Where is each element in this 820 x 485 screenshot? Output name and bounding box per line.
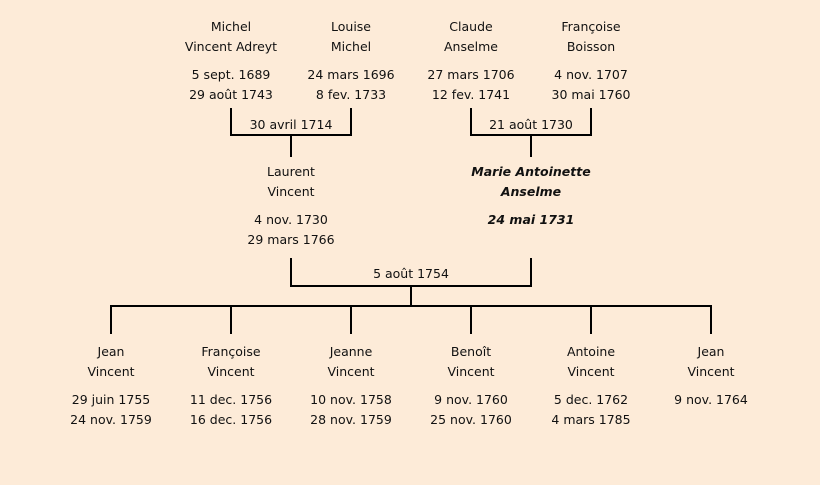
death-date: 28 nov. 1759	[310, 412, 392, 427]
birth-date: 29 juin 1755	[71, 392, 151, 407]
death-date: 12 fev. 1741	[431, 87, 511, 102]
birth-date: 4 nov. 1730	[254, 212, 328, 227]
death-date: 25 nov. 1760	[430, 412, 512, 427]
marriage-line-left	[230, 108, 352, 157]
marriage-line-right	[470, 108, 592, 157]
first-name: Jeanne	[329, 344, 373, 359]
first-name: Claude	[449, 19, 493, 34]
marriage-date-parents: 5 août 1754	[373, 266, 449, 281]
death-date: 16 dec. 1756	[189, 412, 273, 427]
first-name: Benoît	[450, 344, 492, 359]
last-name: Vincent	[207, 364, 255, 379]
first-name: Jean	[697, 344, 725, 359]
person-claude-anselme: Claude Anselme 27 mars 1706 12 fev. 1741	[396, 17, 546, 105]
children-line	[110, 305, 712, 334]
birth-date: 5 sept. 1689	[191, 67, 271, 82]
child-francoise-vincent: Françoise Vincent 11 dec. 1756 16 dec. 1…	[156, 342, 306, 430]
first-name: Laurent	[267, 164, 315, 179]
death-date: 29 août 1743	[189, 87, 273, 102]
first-name: Françoise	[561, 19, 621, 34]
person-francoise-boisson: Françoise Boisson 4 nov. 1707 30 mai 176…	[516, 17, 666, 105]
last-name: Vincent	[567, 364, 615, 379]
birth-date: 9 nov. 1764	[674, 392, 748, 407]
birth-date: 9 nov. 1760	[434, 392, 508, 407]
birth-date: 10 nov. 1758	[310, 392, 392, 407]
first-name: Françoise	[201, 344, 261, 359]
child-jean-vincent-2: Jean Vincent 9 nov. 1764	[636, 342, 786, 410]
first-name: Michel	[210, 19, 252, 34]
person-michel-vincent-adreyt: Michel Vincent Adreyt 5 sept. 1689 29 ao…	[156, 17, 306, 105]
child-jeanne-vincent: Jeanne Vincent 10 nov. 1758 28 nov. 1759	[276, 342, 426, 430]
death-date: 8 fev. 1733	[315, 87, 387, 102]
last-name: Vincent	[687, 364, 735, 379]
birth-date: 24 mars 1696	[307, 67, 395, 82]
marriage-line-parents	[290, 258, 532, 306]
last-name: Anselme	[443, 39, 499, 54]
birth-date: 11 dec. 1756	[189, 392, 273, 407]
person-laurent-vincent: Laurent Vincent 4 nov. 1730 29 mars 1766	[216, 162, 366, 250]
person-louise-michel: Louise Michel 24 mars 1696 8 fev. 1733	[276, 17, 426, 105]
birth-date: 4 nov. 1707	[554, 67, 628, 82]
last-name: Vincent	[447, 364, 495, 379]
person-marie-antoinette-anselme: Marie Antoinette Anselme 24 mai 1731	[456, 162, 606, 230]
last-name: Vincent	[267, 184, 315, 199]
child-antoine-vincent: Antoine Vincent 5 dec. 1762 4 mars 1785	[516, 342, 666, 430]
death-date: 24 nov. 1759	[70, 412, 152, 427]
death-date: 4 mars 1785	[551, 412, 631, 427]
last-name: Vincent	[327, 364, 375, 379]
birth-date: 5 dec. 1762	[553, 392, 629, 407]
child-benoit-vincent: Benoît Vincent 9 nov. 1760 25 nov. 1760	[396, 342, 546, 430]
marriage-date-right: 21 août 1730	[489, 117, 573, 132]
first-name: Marie Antoinette	[471, 164, 591, 179]
child-jean-vincent: Jean Vincent 29 juin 1755 24 nov. 1759	[36, 342, 186, 430]
birth-date: 27 mars 1706	[427, 67, 515, 82]
last-name: Vincent	[87, 364, 135, 379]
last-name: Boisson	[566, 39, 616, 54]
first-name: Antoine	[566, 344, 616, 359]
last-name: Anselme	[500, 184, 562, 199]
first-name: Jean	[97, 344, 125, 359]
last-name: Vincent Adreyt	[184, 39, 278, 54]
birth-date: 24 mai 1731	[487, 212, 575, 227]
death-date: 29 mars 1766	[247, 232, 335, 247]
last-name: Michel	[330, 39, 372, 54]
death-date: 30 mai 1760	[551, 87, 631, 102]
first-name: Louise	[331, 19, 371, 34]
marriage-date-left: 30 avril 1714	[249, 117, 333, 132]
